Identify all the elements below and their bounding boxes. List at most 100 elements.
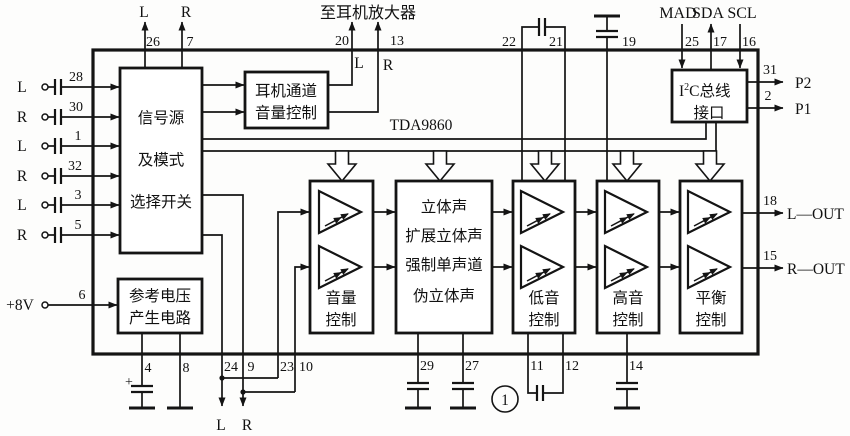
capacitor-icon — [450, 381, 476, 391]
pin-27-cap — [448, 333, 478, 410]
pin-label-4: 4 — [145, 361, 152, 376]
pin-19-cap-to-ground — [592, 14, 622, 181]
block-i2c-interface — [670, 68, 749, 124]
capacitor-icon — [129, 384, 155, 394]
treble-label-2: 控制 — [612, 311, 643, 329]
input-row — [41, 77, 120, 97]
input-row — [41, 225, 120, 245]
stereo-label-1: 立体声 — [421, 198, 468, 216]
volume-label-1: 音量 — [325, 289, 356, 307]
input-row — [41, 107, 120, 127]
sda-label: SDA — [692, 5, 724, 22]
terminal-icon — [41, 172, 49, 180]
pin-label-23: 23 — [280, 360, 294, 375]
pin-label-29: 29 — [420, 359, 434, 374]
pin-label-16: 16 — [742, 35, 756, 50]
pin-20-line — [328, 21, 356, 86]
control-arrow-icon — [695, 150, 725, 182]
stereo-label-4: 伪立体声 — [413, 287, 475, 305]
stereo-label-3: 强制单声道 — [405, 256, 483, 274]
top-pin-wires — [141, 14, 744, 181]
pin-label-32: 32 — [68, 159, 82, 174]
chip-name: TDA9860 — [390, 117, 453, 134]
scl-label: SCL — [727, 5, 756, 22]
capacitor-icon — [405, 381, 431, 391]
pin-11-12-cap — [527, 333, 564, 401]
pin-22-line — [521, 26, 538, 181]
supply-row — [41, 301, 118, 309]
reference-label-2: 产生电路 — [129, 309, 192, 327]
control-arrow-icon — [425, 150, 455, 182]
terminal-icon — [41, 113, 49, 121]
capacitor-icon — [53, 77, 63, 97]
capacitor-icon — [537, 18, 547, 36]
pin-label-14: 14 — [629, 359, 643, 374]
control-arrow-icon — [612, 150, 642, 182]
input-row — [41, 136, 120, 156]
hp-r-label: R — [383, 57, 394, 74]
pin-21-line — [546, 26, 566, 181]
i2c-label-1: I2C总线 — [679, 82, 731, 100]
terminal-icon — [41, 231, 49, 239]
pin-label-31: 31 — [763, 63, 777, 78]
pin-label-2: 2 — [765, 89, 772, 104]
input-row — [41, 195, 120, 215]
capacitor-icon — [53, 195, 63, 215]
control-arrow-icon — [327, 150, 357, 182]
supply-label: +8V — [6, 297, 34, 314]
pin-24-line — [202, 234, 226, 407]
balance-label-2: 控制 — [695, 311, 726, 329]
headphone-label-2: 音量控制 — [255, 104, 317, 122]
input-label: R — [17, 109, 28, 126]
control-arrow-icon — [530, 150, 560, 182]
top-l-label: L — [139, 4, 148, 21]
pin-9-line — [202, 194, 247, 407]
capacitor-icon — [53, 225, 63, 245]
r-out-label: R—OUT — [787, 261, 845, 278]
pin-23-line — [277, 208, 310, 378]
pin-label-7: 7 — [187, 35, 194, 50]
pin-label-1: 1 — [75, 129, 82, 144]
bottom-r-label: R — [242, 417, 253, 434]
pin-label-28: 28 — [69, 70, 83, 85]
terminal-icon — [41, 142, 49, 150]
pin-label-6: 6 — [79, 288, 86, 303]
pin-label-5: 5 — [75, 218, 82, 233]
left-input-wires — [41, 77, 120, 309]
capacitor-icon — [53, 166, 63, 186]
pin-label-27: 27 — [465, 359, 479, 374]
pin-label-13: 13 — [390, 34, 404, 49]
capacitor-icon — [594, 29, 620, 39]
input-label: R — [17, 227, 28, 244]
input-label: R — [17, 168, 28, 185]
figure-number: 1 — [491, 385, 519, 413]
capacitor-icon — [53, 136, 63, 156]
headphone-label-1: 耳机通道 — [255, 82, 317, 100]
signal-source-label-1: 信号源 — [138, 109, 185, 127]
block-stereo-modes — [394, 179, 494, 335]
pin-13-line — [328, 21, 382, 113]
headphone-amp-label: 至耳机放大器 — [320, 4, 416, 22]
l-out-label: L—OUT — [787, 206, 844, 223]
bass-label-1: 低音 — [528, 289, 559, 307]
junction-dot — [240, 389, 246, 395]
p2-port-label: P2 — [795, 75, 811, 92]
input-label: L — [17, 197, 26, 214]
terminal-icon — [41, 301, 49, 309]
pin-label-25: 25 — [685, 35, 699, 50]
balance-label-1: 平衡 — [695, 289, 726, 307]
block-headphone-volume — [243, 70, 330, 130]
pin-label-26: 26 — [146, 35, 160, 50]
volume-label-2: 控制 — [325, 311, 356, 329]
internal-wires — [202, 78, 784, 407]
pin-4-electrolytic — [127, 333, 157, 410]
terminal-icon — [41, 201, 49, 209]
capacitor-icon — [53, 107, 63, 127]
pin-29-cap — [403, 333, 433, 410]
capacitor-icon — [614, 381, 640, 391]
pin-label-9: 9 — [248, 360, 255, 375]
pin-10-line — [294, 263, 310, 392]
reference-label-1: 参考电压 — [129, 287, 191, 305]
